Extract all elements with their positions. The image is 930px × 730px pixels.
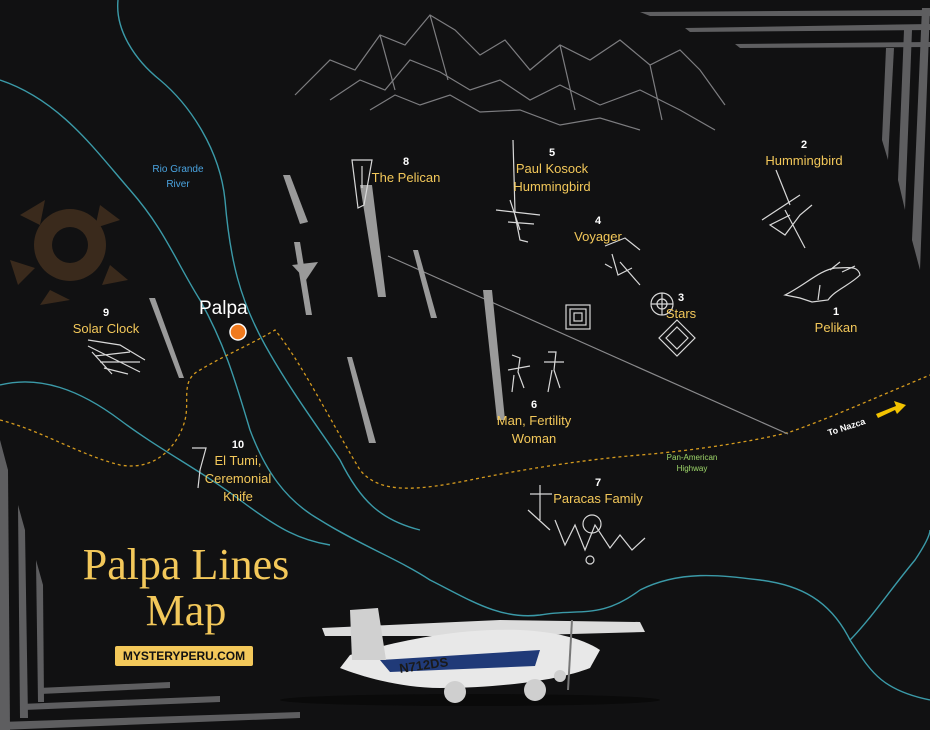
frame-top-right xyxy=(640,8,930,270)
site-number: 10 xyxy=(231,439,245,451)
sun-emblem xyxy=(10,200,128,305)
site-label-5: 5 Paul Kosock Hummingbird xyxy=(496,147,608,196)
site-label-2: 2 Hummingbird xyxy=(749,139,859,170)
site-name: Voyager xyxy=(574,229,622,244)
rivers xyxy=(0,0,930,701)
site-number: 8 xyxy=(402,156,410,168)
site-name: El Tumi, Ceremonial Knife xyxy=(204,453,272,504)
site-name: The Pelican xyxy=(371,170,441,185)
nazca-arrow-icon xyxy=(876,401,906,418)
river-label: Rio Grande River xyxy=(152,164,204,190)
site-label-1: 1 Pelikan xyxy=(796,306,876,337)
site-label-7: 7 Paracas Family xyxy=(538,477,658,508)
site-label-3: 3 Stars xyxy=(648,292,714,323)
mountains-sketch xyxy=(294,14,726,131)
airplane-registration: N712DS xyxy=(398,654,449,676)
site-name: Solar Clock xyxy=(72,321,140,336)
highway-label: Pan-American Highway xyxy=(666,453,718,473)
site-name: Paul Kosock Hummingbird xyxy=(513,161,591,194)
site-number: 4 xyxy=(594,215,602,227)
site-label-6: 6 Man, Fertility Woman xyxy=(478,399,590,448)
site-label-10: 10 El Tumi, Ceremonial Knife xyxy=(196,439,280,506)
site-number: 3 xyxy=(677,292,685,304)
site-label-8: 8 The Pelican xyxy=(360,156,452,187)
brand-badge: MYSTERYPERU.COM xyxy=(115,646,253,666)
site-name: Hummingbird xyxy=(765,153,843,168)
site-number: 2 xyxy=(800,139,808,151)
geoglyph-icons xyxy=(87,139,861,565)
site-label-9: 9 Solar Clock xyxy=(62,307,150,338)
airplane xyxy=(280,608,660,706)
site-name: Man, Fertility Woman xyxy=(496,413,572,446)
site-number: 9 xyxy=(102,307,110,319)
site-name: Pelikan xyxy=(814,320,858,335)
pan-american-highway xyxy=(0,329,930,489)
site-number: 1 xyxy=(832,306,840,318)
site-name: Paracas Family xyxy=(553,491,643,506)
site-number: 5 xyxy=(548,147,556,159)
frame-bottom-left xyxy=(0,440,300,730)
trapezoids xyxy=(149,175,505,443)
long-straight-line xyxy=(387,255,789,435)
map-title: Palpa Lines Map xyxy=(82,540,290,635)
palpa-marker-icon xyxy=(229,323,247,341)
city-label-palpa: Palpa xyxy=(199,298,248,319)
site-name: Stars xyxy=(665,306,697,321)
site-label-4: 4 Voyager xyxy=(563,215,633,246)
site-number: 7 xyxy=(594,477,602,489)
site-number: 6 xyxy=(530,399,538,411)
